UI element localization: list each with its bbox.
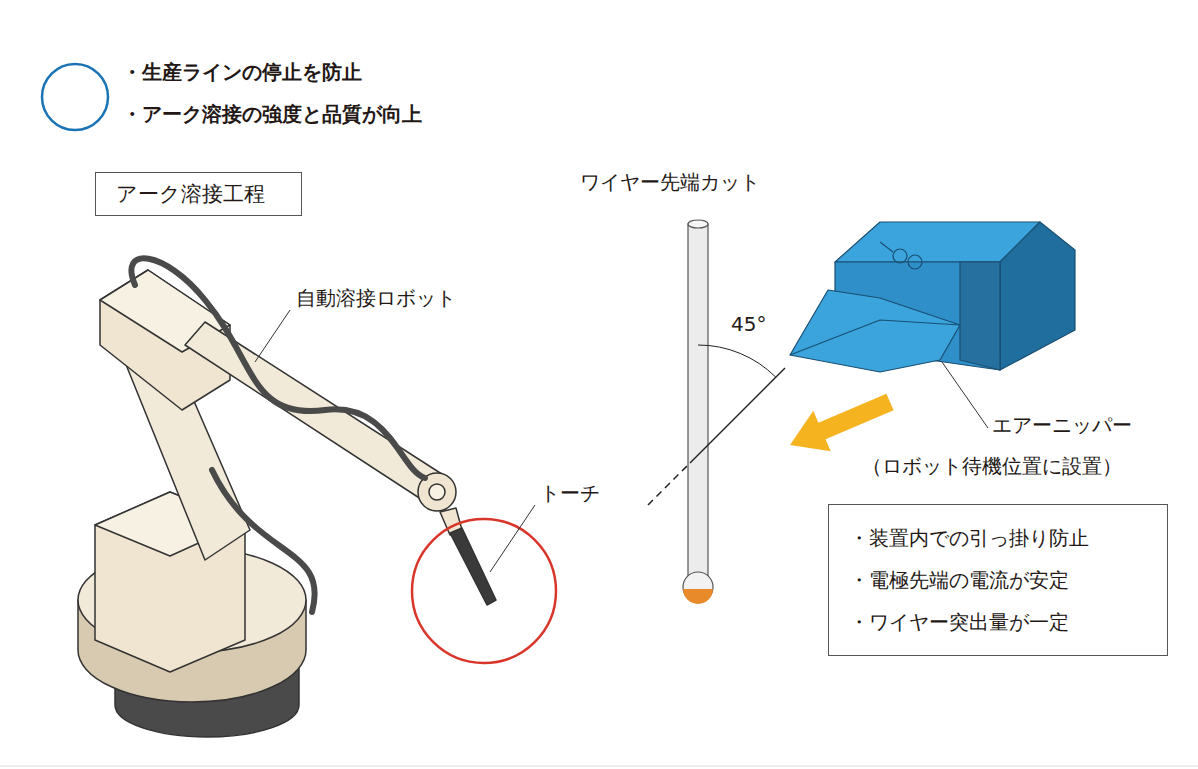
air-nipper — [790, 222, 1075, 372]
benefit-text: ・生産ラインの停止を防止 — [122, 60, 362, 84]
part-label: エアーニッパー — [992, 413, 1132, 437]
bottom-rule — [0, 766, 1198, 767]
part-label: トーチ — [540, 481, 600, 505]
welding-robot — [78, 270, 496, 737]
box-text: ・電極先端の電流が安定 — [849, 559, 1147, 601]
part-label: ワイヤー先端カット — [580, 170, 760, 194]
box-text: アーク溶接工程 — [116, 181, 281, 207]
angle-label: 45° — [731, 312, 766, 336]
box-text: ・ワイヤー突出量が一定 — [849, 601, 1147, 643]
box-text: ・装置内での引っ掛り防止 — [849, 517, 1147, 559]
robot-cable — [131, 258, 425, 612]
motion-arrow — [790, 394, 894, 452]
benefit-box: ・装置内での引っ掛り防止・電極先端の電流が安定・ワイヤー突出量が一定 — [828, 504, 1168, 656]
torch-highlight — [412, 519, 556, 663]
cut-angle — [648, 345, 785, 505]
note-label: （ロボット待機位置に設置） — [862, 454, 1122, 478]
benefit-text: ・アーク溶接の強度と品質が向上 — [122, 102, 422, 126]
wire — [683, 220, 713, 604]
process-box: アーク溶接工程 — [95, 172, 302, 216]
part-label: 自動溶接ロボット — [296, 286, 456, 310]
benefit-circle — [42, 64, 108, 130]
